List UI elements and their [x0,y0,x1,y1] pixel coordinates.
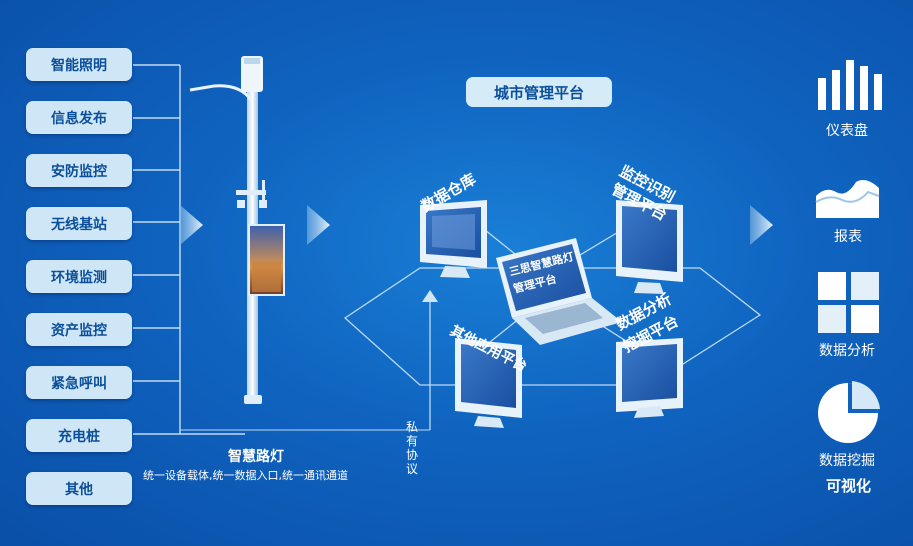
monitor-icon [616,200,683,294]
left-item-capsule: 信息发布 [26,101,132,134]
left-item-capsule: 环境监测 [26,260,132,293]
monitor-icon [455,338,522,428]
platform-title: 城市管理平台 [466,77,612,107]
data-mining-label: 数据挖掘 [819,453,875,469]
laptop-icon [496,238,622,345]
protocol-char: 私 [406,420,419,434]
report-label: 报表 [834,229,862,245]
protocol-label: 私 有 协 议 [406,420,422,476]
left-item-capsule: 充电桩 [26,419,132,452]
monitor-icon [420,200,487,278]
streetlight-subtitle: 统一设备载体,统一数据入口,统一通讯通道 [143,469,348,482]
left-item-capsule: 无线基站 [26,207,132,240]
protocol-char: 协 [406,448,419,462]
visualization-label: 可视化 [826,477,872,495]
left-item-capsule: 安防监控 [26,154,132,187]
left-bracket [133,64,245,435]
grid-squares-icon [818,272,879,333]
dashboard-label: 仪表盘 [826,123,868,139]
data-analysis-label: 数据分析 [819,343,875,359]
pie-chart-icon [818,381,880,443]
protocol-char: 有 [406,434,419,448]
protocol-char: 议 [406,462,419,476]
up-arrow-icon [422,290,438,302]
streetlight-pole-icon [189,56,285,404]
monitor-icon [616,338,683,418]
bar-chart-icon [818,60,882,110]
left-item-capsule: 其他 [26,472,132,505]
arrow-chevron-icon [180,205,203,245]
area-chart-icon [815,176,880,218]
arrow-chevron-icon [750,205,773,245]
left-item-capsule: 紧急呼叫 [26,366,132,399]
streetlight-title: 智慧路灯 [228,449,284,465]
arrow-chevron-icon [307,205,330,245]
left-item-capsule: 资产监控 [26,313,132,346]
left-item-capsule: 智能照明 [26,48,132,81]
